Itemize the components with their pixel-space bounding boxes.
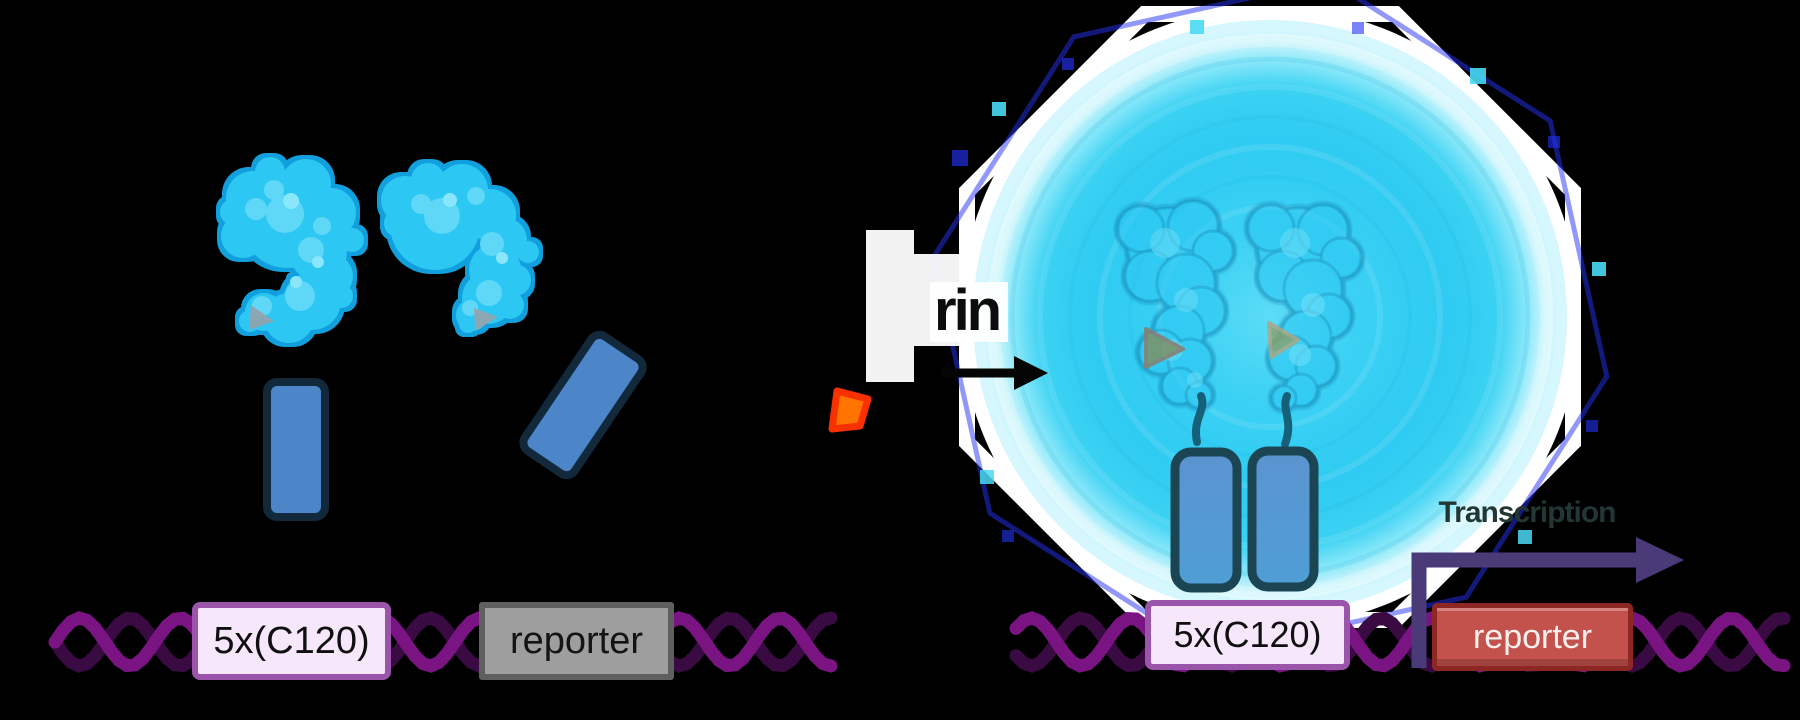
fluorescence-glow [866,0,1610,657]
linker-left [1191,392,1207,446]
dna-strand-bright [48,611,838,673]
linker-right [1281,392,1293,448]
dna-helix-left [48,611,838,673]
dna-binding-domain-free-right [519,330,647,480]
glow-glitch-specks [866,20,1606,544]
induction-arrow-icon [941,356,1048,390]
reporter-gene-label: reporter [1472,617,1593,656]
c120-operator-box-on: 5x(C120) [1145,600,1350,670]
reporter-gene-box-off: reporter [479,602,674,680]
bound-ligand-right-icon [1267,321,1300,359]
c120-operator-box-off: 5x(C120) [192,602,391,680]
reporter-gene-label: reporter [509,619,644,662]
dna-binding-domain-bound-right [1247,446,1319,592]
dna-binding-domain-bound-left [1170,447,1242,593]
c120-operator-label: 5x(C120) [1173,614,1322,655]
reporter-gene-box-on: reporter [1432,603,1633,671]
ligand-name-fragment: rin [934,278,1002,343]
glow-disc [983,30,1557,604]
empty-ligand-slot-left [249,305,274,330]
inactive-components [220,157,647,521]
empty-ligand-slot-right [474,308,498,331]
dna-strand-bright [1009,611,1791,673]
free-ligand-icon [828,387,872,433]
activator-protein-bound-left-icon [1116,199,1235,410]
c120-operator-label: 5x(C120) [213,619,370,662]
activator-protein-free-right-icon [381,163,539,333]
activated-complex [1116,199,1363,593]
dna-binding-domain-free-left [263,378,329,521]
bound-ligand-left-icon [1144,327,1185,369]
dna-helix-right [1009,611,1791,673]
activator-protein-free-left-icon [220,157,364,343]
transcription-label: Transcription [1438,496,1616,529]
transcription-arrow-icon [1411,537,1684,668]
